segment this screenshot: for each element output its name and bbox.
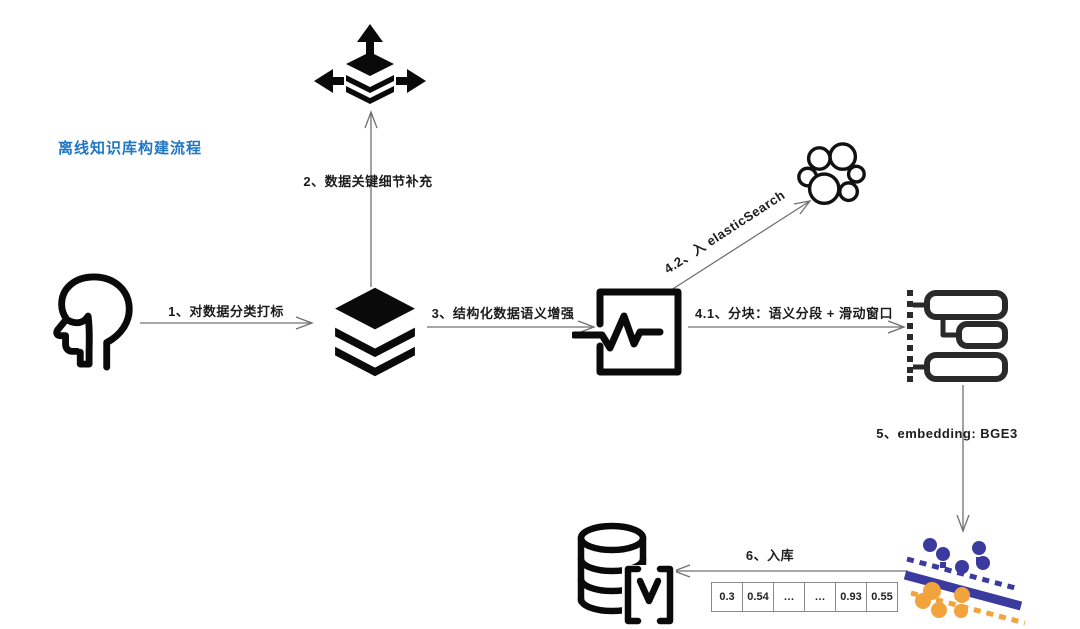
vector-cell: 0.55 [866,582,898,612]
vector-database-icon [577,522,676,625]
scatter-classifier-icon [903,538,1026,626]
orange-points [915,582,970,618]
label-step-5: 5、embedding: BGE3 [876,426,1018,441]
layers-stack-icon [335,287,415,377]
vector-cell: 0.3 [711,582,743,612]
arrow-step-2 [364,110,378,287]
label-step-2: 2、数据关键细节补充 [303,174,433,189]
diagram-title: 离线知识库构建流程 [58,140,203,157]
vector-cell: … [804,582,836,612]
arrow-step-5 [956,385,970,533]
arrow-step-1 [140,316,314,330]
label-step-4-1: 4.1、分块：语义分段 + 滑动窗口 [695,306,893,321]
label-step-1: 1、对数据分类打标 [168,304,284,319]
arrow-step-4-2 [667,200,812,293]
vector-cell: … [773,582,805,612]
layers-move-arrows-icon [314,24,426,104]
arrow-step-4-1 [688,320,906,334]
chunk-blocks-outline-icon [907,290,1008,382]
activity-pulse-square-icon [572,288,682,376]
vector-cell: 0.54 [742,582,774,612]
dotted-guide-column [907,290,913,382]
arrow-step-6 [672,564,908,578]
blue-points [923,538,990,574]
arrow-step-3 [427,320,596,334]
embedding-vector-table: 0.3 0.54 … … 0.93 0.55 [711,582,898,612]
label-step-6: 6、入库 [745,548,795,563]
label-step-3: 3、结构化数据语义增强 [431,306,575,321]
user-head-icon [53,273,133,371]
bubble-cluster-icon [797,142,866,206]
vector-cell: 0.93 [835,582,867,612]
